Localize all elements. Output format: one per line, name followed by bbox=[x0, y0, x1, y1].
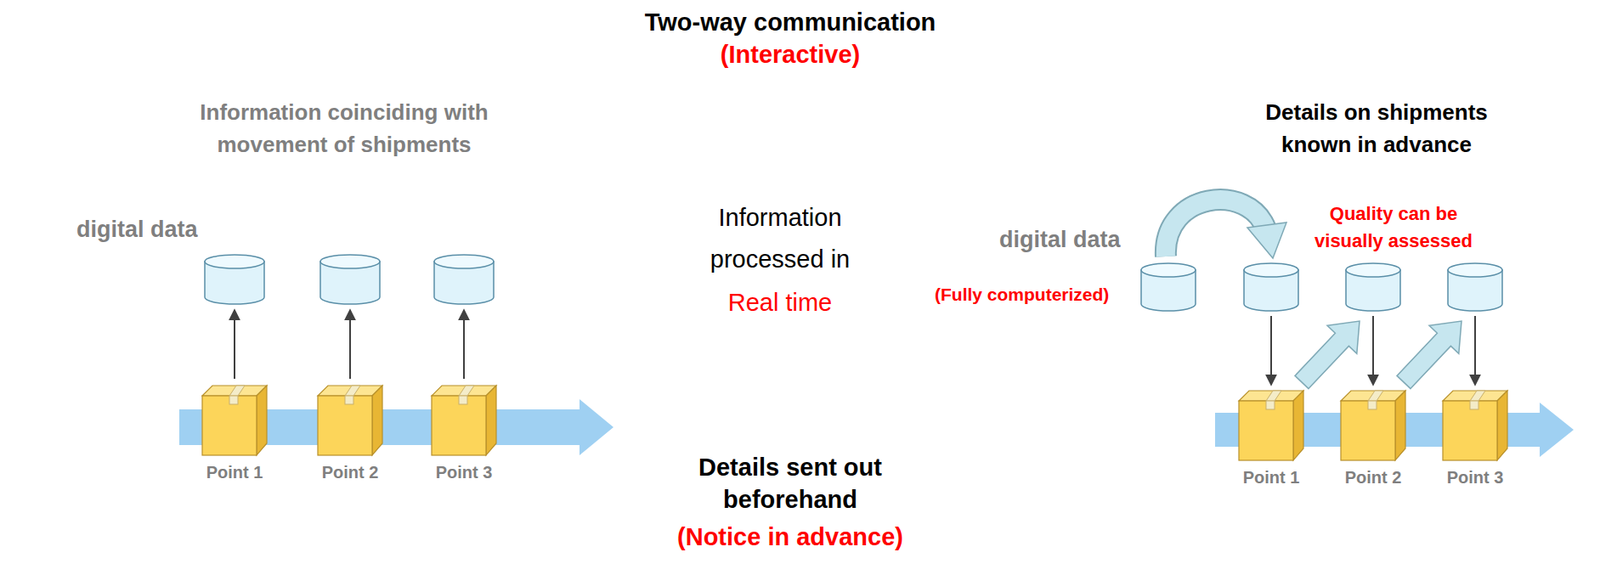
box-tape bbox=[1368, 390, 1384, 402]
text-label: (Notice in advance) bbox=[594, 521, 986, 553]
text-label: Point 1 bbox=[1228, 467, 1314, 489]
box-tape bbox=[458, 395, 468, 405]
text-label: Information processed in bbox=[695, 197, 866, 282]
box-front bbox=[202, 395, 257, 456]
box-tape bbox=[229, 385, 245, 396]
box-side bbox=[1395, 390, 1406, 461]
box-top bbox=[1442, 390, 1508, 402]
box-top bbox=[317, 385, 383, 396]
text-label: Information coinciding with movement of … bbox=[157, 96, 532, 161]
curved-arrow-head bbox=[1247, 222, 1287, 259]
text-label: Two-way communication bbox=[577, 6, 1003, 38]
database-top bbox=[1141, 263, 1196, 278]
database-top bbox=[1447, 263, 1503, 278]
data-arrow bbox=[349, 310, 351, 379]
transfer-arrow bbox=[1396, 321, 1462, 390]
box-side bbox=[486, 385, 497, 456]
box-top bbox=[431, 385, 497, 396]
text-label: Point 1 bbox=[192, 462, 278, 484]
text-label: Real time bbox=[695, 282, 866, 324]
data-arrow bbox=[463, 310, 465, 379]
box-side bbox=[372, 385, 383, 456]
ellipse-outline bbox=[0, 15, 639, 556]
box-tape bbox=[344, 385, 361, 396]
text-label: (Fully computerized) bbox=[934, 283, 1148, 306]
text-label: Point 2 bbox=[307, 462, 393, 484]
text-label: digital data bbox=[999, 226, 1140, 254]
box-front bbox=[1238, 401, 1294, 461]
box-front bbox=[431, 395, 487, 456]
box-side bbox=[256, 385, 267, 456]
text-label: Point 3 bbox=[1432, 467, 1518, 489]
database-top bbox=[1345, 263, 1401, 278]
database-top bbox=[320, 254, 380, 269]
box-top bbox=[1340, 390, 1406, 402]
transfer-arrow bbox=[1294, 321, 1360, 390]
text-label: Point 2 bbox=[1330, 467, 1416, 489]
box-top bbox=[202, 385, 267, 396]
box-front bbox=[1340, 401, 1396, 461]
data-arrow bbox=[1474, 316, 1476, 385]
data-arrow bbox=[1372, 316, 1374, 385]
box-tape bbox=[344, 395, 354, 405]
text-label: Details on shipments known in advance bbox=[1232, 96, 1521, 161]
box-side bbox=[1293, 390, 1304, 461]
text-label: Quality can be visually assessed bbox=[1295, 200, 1492, 255]
box-tape bbox=[1368, 401, 1377, 410]
box-tape bbox=[1266, 401, 1275, 410]
box-front bbox=[1442, 401, 1498, 461]
data-arrow bbox=[1270, 316, 1273, 385]
text-label: digital data bbox=[76, 215, 221, 244]
text-label: Details sent out beforehand bbox=[654, 452, 927, 516]
box-tape bbox=[1469, 390, 1486, 402]
ellipse-outline bbox=[932, 16, 1600, 561]
database-top bbox=[204, 254, 265, 269]
box-tape bbox=[1266, 390, 1282, 402]
database-top bbox=[434, 254, 494, 269]
box-tape bbox=[229, 395, 238, 405]
box-side bbox=[1497, 390, 1508, 461]
database-top bbox=[1243, 263, 1299, 278]
data-arrow bbox=[233, 310, 236, 379]
arrow-triangle: Information processed inReal time bbox=[739, 110, 847, 398]
box-tape bbox=[458, 385, 475, 396]
text-label: (Interactive) bbox=[577, 39, 1003, 70]
box-front bbox=[317, 395, 373, 456]
region-ellipse: Information coinciding with movement of … bbox=[0, 13, 640, 558]
text-label: Point 3 bbox=[421, 462, 507, 484]
box-top bbox=[1238, 390, 1304, 402]
box-tape bbox=[1469, 401, 1479, 410]
region-ellipse-outline bbox=[0, 13, 640, 558]
